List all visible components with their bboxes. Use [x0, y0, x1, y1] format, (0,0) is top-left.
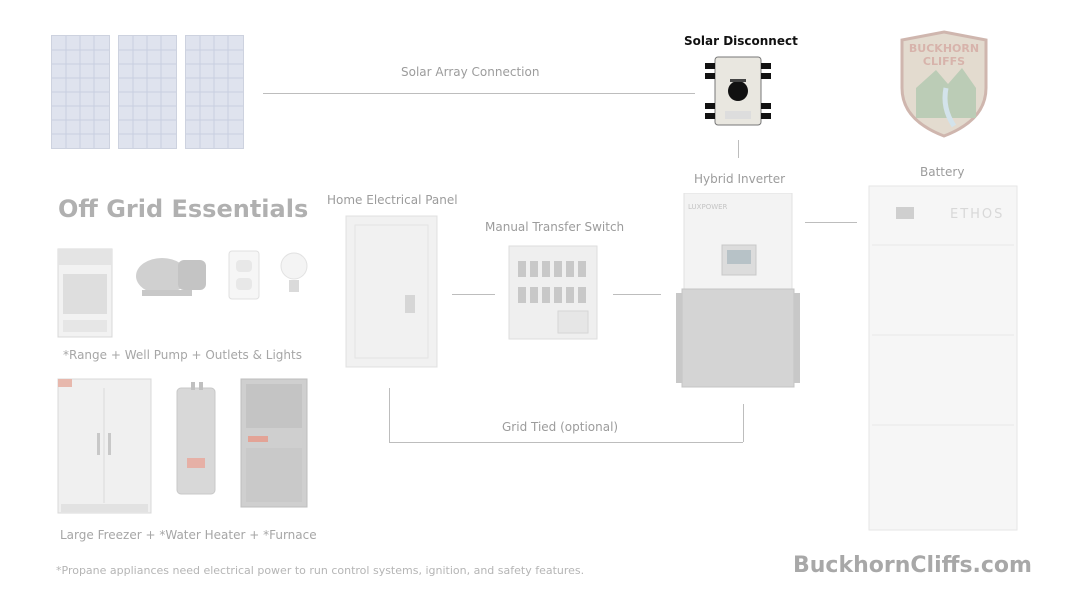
- propane-footnote: *Propane appliances need electrical powe…: [56, 564, 585, 577]
- disconnect-to-inverter-line: [738, 140, 739, 158]
- solar-disconnect-label: Solar Disconnect: [684, 34, 798, 48]
- inverter-brand: LUXPOWER: [688, 203, 728, 211]
- light-bulb-icon: [280, 250, 308, 298]
- website-link[interactable]: BuckhornCliffs.com: [793, 553, 1032, 578]
- solar-array-connection-label: Solar Array Connection: [401, 65, 540, 79]
- solar-array-connection-line: [263, 93, 695, 94]
- manual-transfer-switch-label: Manual Transfer Switch: [485, 220, 625, 234]
- battery-label: Battery: [920, 165, 965, 179]
- furnace-appliance: [240, 378, 308, 508]
- buckhorn-cliffs-logo: BUCKHORN CLIFFS: [896, 28, 992, 140]
- grid-tied-left-line: [389, 388, 390, 442]
- essentials-row2-caption: Large Freezer + *Water Heater + *Furnace: [60, 528, 317, 542]
- freezer-appliance: [57, 378, 152, 518]
- inverter-to-battery-line: [805, 222, 857, 223]
- solar-disconnect-device: [703, 55, 773, 127]
- battery-device: ETHOS: [868, 185, 1018, 531]
- home-electrical-panel-label: Home Electrical Panel: [327, 193, 458, 207]
- manual-transfer-switch-device: [508, 245, 598, 340]
- off-grid-essentials-title: Off Grid Essentials: [58, 195, 309, 223]
- logo-line1: BUCKHORN: [908, 42, 980, 55]
- essentials-row1-caption: *Range + Well Pump + Outlets & Lights: [63, 348, 302, 362]
- hybrid-inverter-label: Hybrid Inverter: [694, 172, 786, 186]
- battery-brand: ETHOS: [950, 207, 1005, 222]
- range-appliance: [57, 248, 113, 338]
- transfer-switch-to-inverter-line: [613, 294, 661, 295]
- grid-tied-bottom-line: [389, 442, 743, 443]
- solar-panel-2: [118, 35, 177, 149]
- logo-line2: CLIFFS: [922, 55, 966, 68]
- solar-panel-3: [185, 35, 244, 149]
- outlet-icon: [228, 250, 260, 300]
- grid-tied-right-line: [743, 404, 744, 442]
- panel-to-transfer-switch-line: [452, 294, 495, 295]
- hybrid-inverter-device: LUXPOWER: [676, 192, 800, 388]
- water-heater-appliance: [175, 382, 217, 498]
- home-electrical-panel-device: [345, 215, 438, 368]
- grid-tied-label: Grid Tied (optional): [502, 420, 619, 434]
- well-pump-appliance: [132, 252, 210, 298]
- solar-panel-1: [51, 35, 110, 149]
